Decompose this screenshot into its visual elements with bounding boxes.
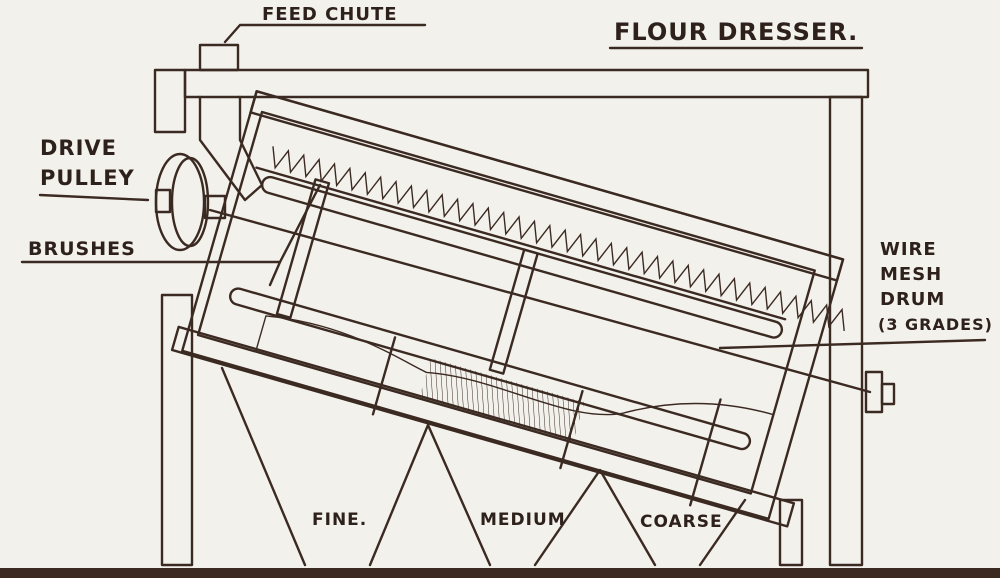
label-brushes: BRUSHES — [28, 238, 136, 260]
drive-pulley — [154, 152, 227, 252]
left-upper-post — [153, 68, 187, 134]
housing — [170, 90, 845, 528]
wire-mesh-drum — [196, 110, 845, 507]
ground-line — [0, 568, 1000, 578]
left-lower-post — [160, 293, 194, 567]
label-medium: MEDIUM — [480, 510, 566, 530]
frame — [0, 68, 1000, 578]
brush-arm — [488, 248, 539, 375]
right-post — [828, 95, 864, 567]
label-drum: DRUM — [880, 289, 945, 310]
feed-chute — [198, 43, 264, 202]
label-fine: FINE. — [312, 510, 367, 530]
diagram-title: FLOUR DRESSER. — [614, 18, 858, 46]
label-wire: WIRE — [880, 239, 937, 260]
outlet-hoppers — [220, 366, 804, 567]
label-drive: DRIVE — [40, 136, 117, 160]
label-pulley: PULLEY — [40, 166, 135, 190]
top-beam — [183, 68, 870, 99]
brush-bristles — [272, 146, 845, 332]
label-mesh: MESH — [880, 264, 942, 285]
label-feed-chute: FEED CHUTE — [262, 4, 398, 25]
drive-shaft — [208, 208, 872, 394]
label-grades: (3 GRADES) — [878, 315, 993, 334]
brush-arm — [275, 178, 331, 319]
label-coarse: COARSE — [640, 512, 723, 532]
leader-lines — [20, 23, 987, 350]
shaft-end — [880, 382, 896, 406]
